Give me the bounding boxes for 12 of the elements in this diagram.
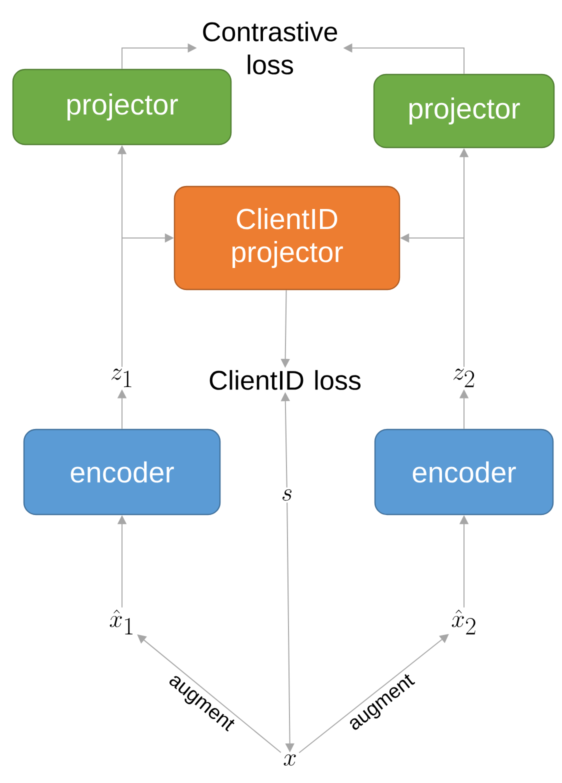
projector-box: projector <box>373 74 555 148</box>
math-symbol: $\hat{x}_2$ <box>452 610 476 634</box>
math-symbol: $s$ <box>282 489 292 501</box>
projector-box: projector <box>12 68 232 146</box>
math-symbol: $z_2$ <box>453 368 474 388</box>
math-symbol: $x$ <box>284 754 296 766</box>
encoder-box: encoder <box>23 428 221 516</box>
math-symbol: $\hat{x}_1$ <box>110 610 133 634</box>
math-symbol: $z_1$ <box>111 368 132 388</box>
loss-label: ClientID loss <box>210 370 361 390</box>
encoder-box: encoder <box>374 428 554 516</box>
projector-box: ClientID projector <box>174 186 400 290</box>
